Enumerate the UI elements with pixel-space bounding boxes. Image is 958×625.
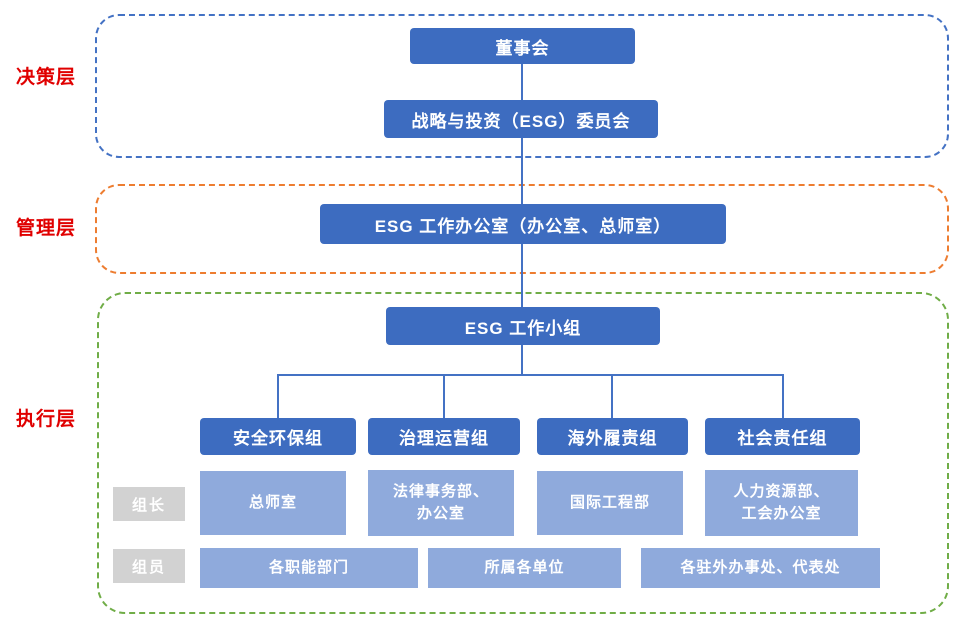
esg-office-box: ESG 工作办公室（办公室、总师室） <box>320 204 726 244</box>
group-box-safety-environment: 安全环保组 <box>200 418 356 455</box>
connector-line <box>443 374 445 419</box>
member-box-functional-departments: 各职能部门 <box>200 548 418 588</box>
group-box-overseas-responsibility: 海外履责组 <box>537 418 688 455</box>
member-box-overseas-offices: 各驻外办事处、代表处 <box>641 548 880 588</box>
group-box-governance-operations: 治理运营组 <box>368 418 520 455</box>
connector-line <box>611 374 613 419</box>
connector-line <box>521 344 523 375</box>
group-box-social-responsibility: 社会责任组 <box>705 418 860 455</box>
leader-row-label: 组长 <box>113 487 185 521</box>
member-row-label: 组员 <box>113 549 185 583</box>
member-box-subordinate-units: 所属各单位 <box>428 548 621 588</box>
leader-box-chief-engineer-office: 总师室 <box>200 471 346 535</box>
connector-line <box>521 137 523 205</box>
esg-workgroup-box: ESG 工作小组 <box>386 307 660 345</box>
board-box: 董事会 <box>410 28 635 64</box>
management-layer-label: 管理层 <box>16 218 77 239</box>
execution-layer-label: 执行层 <box>16 409 77 430</box>
connector-line <box>782 374 784 419</box>
leader-box-legal-affairs-office: 法律事务部、 办公室 <box>368 470 514 536</box>
connector-line <box>521 63 523 101</box>
decision-layer-label: 决策层 <box>16 67 77 88</box>
leader-box-intl-engineering: 国际工程部 <box>537 471 683 535</box>
committee-box: 战略与投资（ESG）委员会 <box>384 100 658 138</box>
connector-line <box>521 244 523 308</box>
execution-layer-frame <box>97 292 949 614</box>
connector-line <box>277 374 784 376</box>
connector-line <box>277 374 279 419</box>
leader-box-hr-union-office: 人力资源部、 工会办公室 <box>705 470 858 536</box>
